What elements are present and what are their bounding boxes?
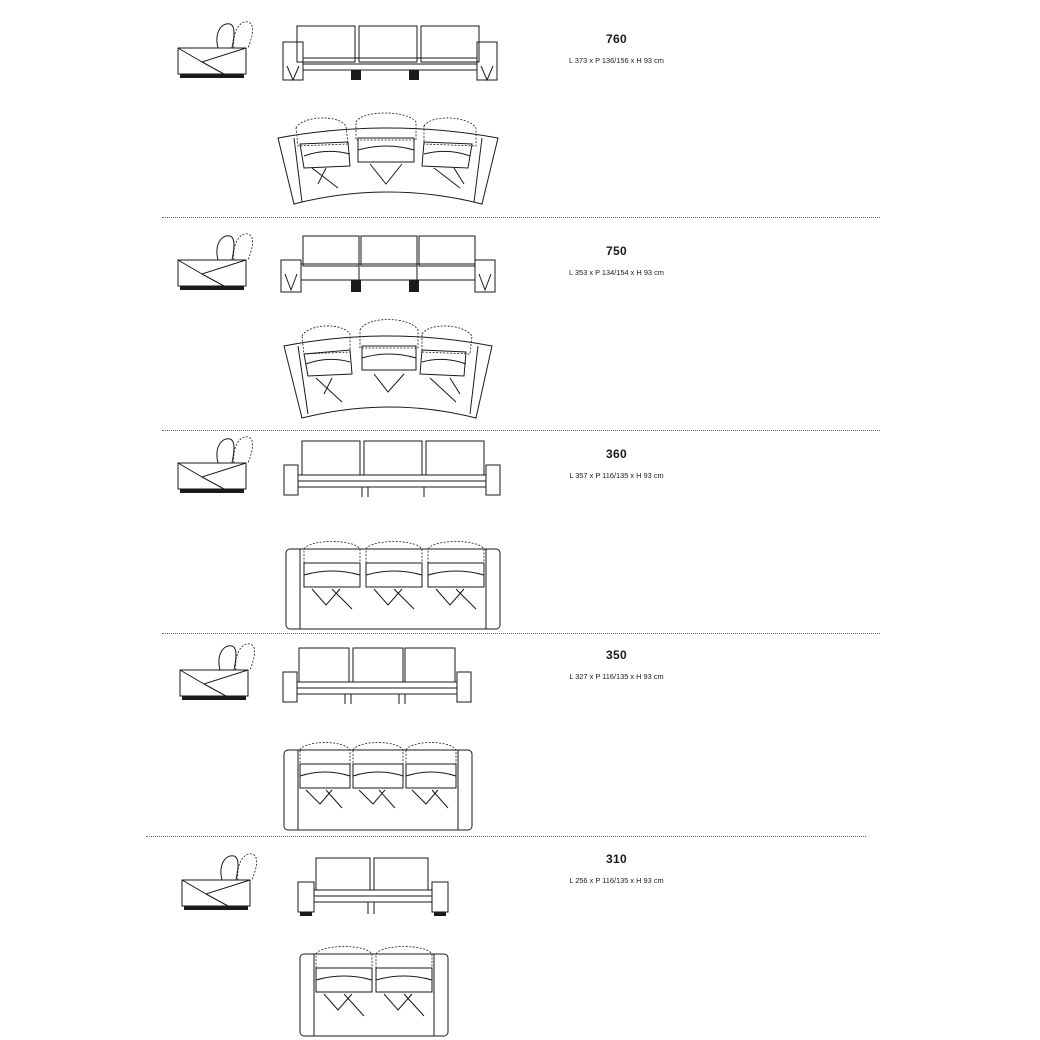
top-view-drawing <box>285 541 501 630</box>
seat-unit <box>375 946 433 1017</box>
top-view-drawing <box>277 112 499 205</box>
model-dimensions: L 353 x P 134/154 x H 93 cm <box>569 268 664 277</box>
section-divider <box>162 217 880 218</box>
seat-unit <box>299 742 351 809</box>
top-view-drawing <box>299 946 449 1037</box>
model-section-360: 360 L 357 x P 116/135 x H 93 cm <box>0 431 1040 634</box>
front-view-drawing <box>282 647 472 704</box>
seat-unit <box>355 112 417 185</box>
side-view-drawing <box>177 436 253 493</box>
front-view-drawing <box>280 235 496 293</box>
sofa-drawing-310 <box>181 853 449 1037</box>
sofa-drawing-350 <box>179 643 473 831</box>
model-dimensions: L 357 x P 116/135 x H 93 cm <box>569 471 664 480</box>
seat-unit <box>359 319 419 393</box>
front-view-drawing <box>283 440 501 497</box>
model-dimensions: L 327 x P 116/135 x H 93 cm <box>569 672 664 681</box>
model-title: 750 <box>606 244 627 258</box>
model-section-750: 750 L 353 x P 134/154 x H 93 cm <box>0 218 1040 431</box>
seat-unit <box>303 541 361 610</box>
top-view-drawing <box>283 742 473 831</box>
section-divider <box>162 633 880 634</box>
seat-unit <box>295 117 351 189</box>
model-section-310: 310 L 256 x P 116/135 x H 93 cm <box>0 838 1040 1040</box>
model-section-350: 350 L 327 x P 116/135 x H 93 cm <box>0 634 1040 837</box>
sofa-drawing-750 <box>177 233 496 419</box>
model-dimensions: L 373 x P 136/156 x H 93 cm <box>569 56 664 65</box>
top-view-drawing <box>283 319 493 419</box>
section-divider <box>146 836 866 837</box>
seat-unit <box>301 325 353 403</box>
model-title: 760 <box>606 32 627 46</box>
model-title: 350 <box>606 648 627 662</box>
front-view-drawing <box>297 857 449 916</box>
sofa-drawing-760 <box>177 21 499 205</box>
side-view-drawing <box>179 643 255 700</box>
sofa-drawing-360 <box>177 436 501 630</box>
model-dimensions: L 256 x P 116/135 x H 93 cm <box>569 876 664 885</box>
model-title: 310 <box>606 852 627 866</box>
seat-unit <box>419 325 473 403</box>
seat-unit <box>352 742 404 809</box>
section-divider <box>162 430 880 431</box>
side-view-drawing <box>177 233 253 290</box>
side-view-drawing <box>177 21 253 78</box>
seat-unit <box>405 742 457 809</box>
seat-unit <box>421 117 477 189</box>
seat-unit <box>365 541 423 610</box>
model-section-760: 760 L 373 x P 136/156 x H 93 cm <box>0 0 1040 218</box>
seat-unit <box>315 946 373 1017</box>
front-view-drawing <box>282 25 498 82</box>
model-title: 360 <box>606 447 627 461</box>
seat-unit <box>427 541 485 610</box>
side-view-drawing <box>181 853 257 910</box>
